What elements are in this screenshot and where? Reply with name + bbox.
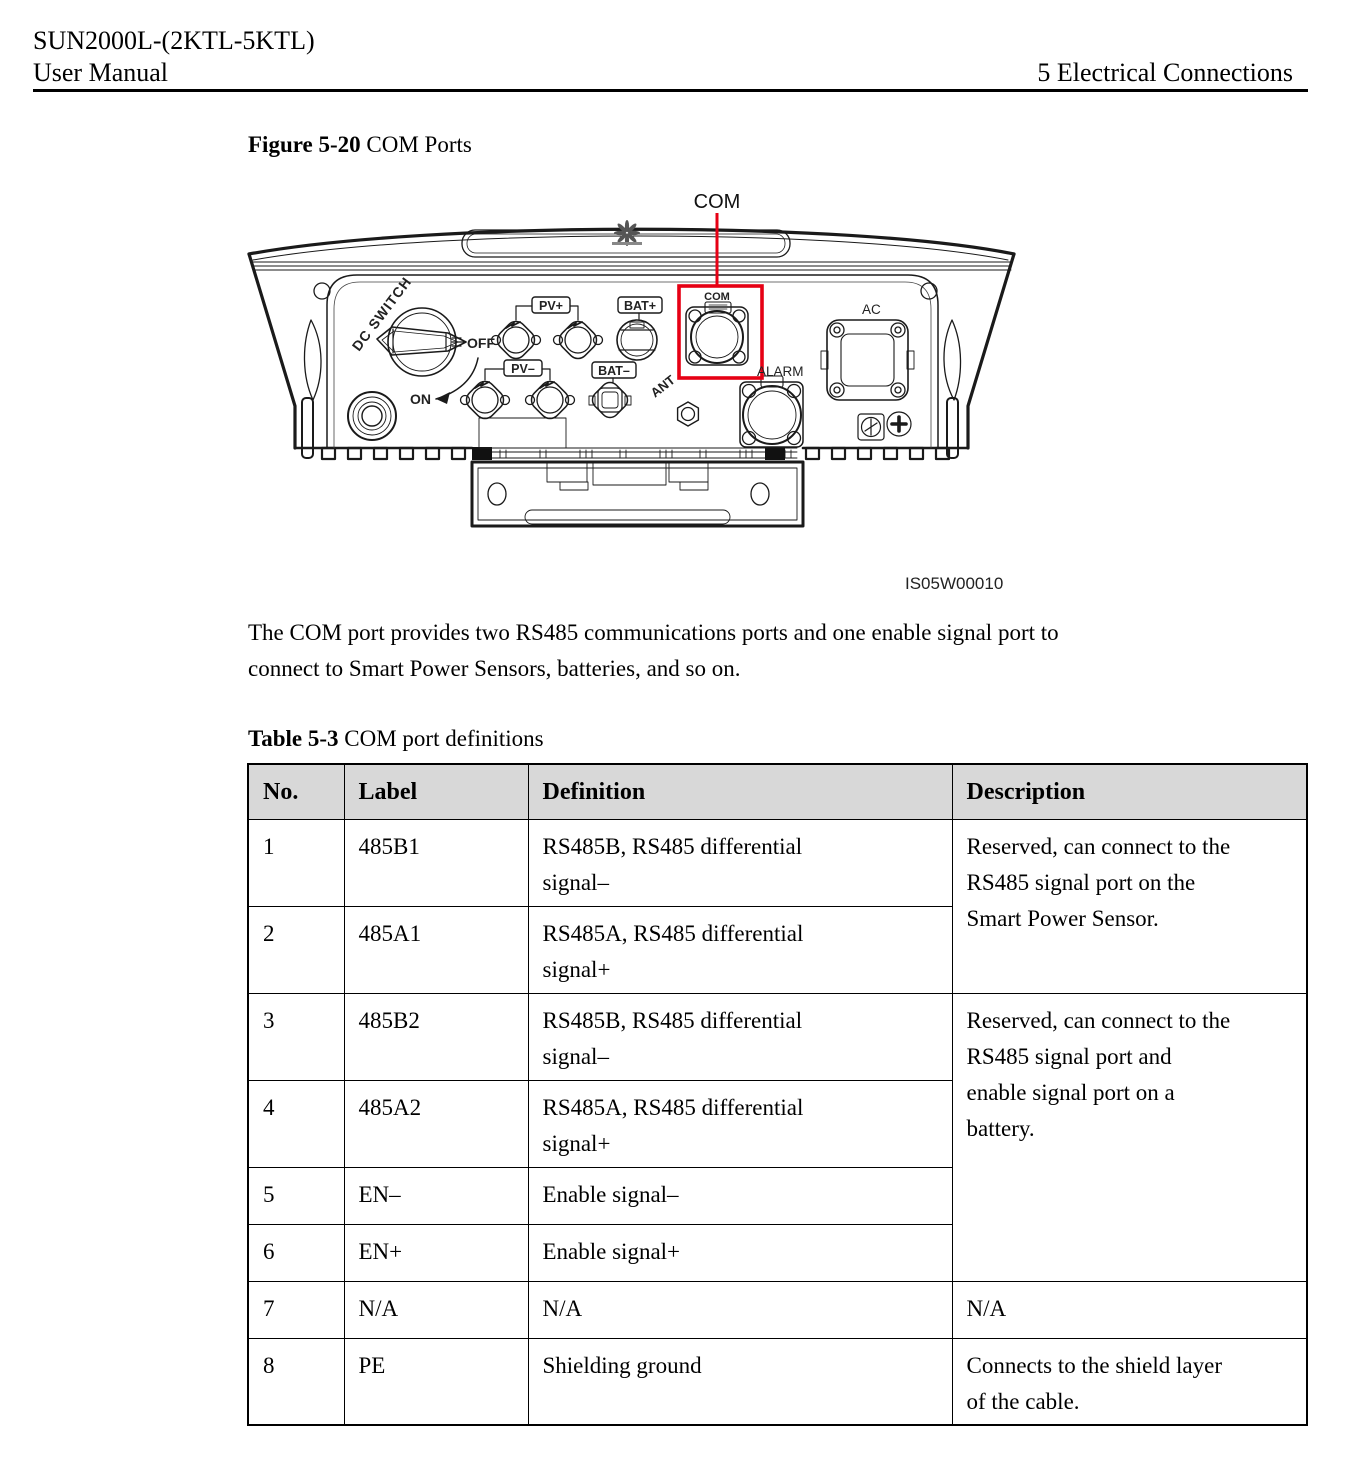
cell-label: EN– <box>343 1167 529 1225</box>
table-caption-label: Table 5-3 <box>248 726 339 751</box>
cell-no: 2 <box>247 906 345 994</box>
table-caption-title: COM port definitions <box>344 726 544 751</box>
cell-definition: Enable signal– <box>527 1167 953 1225</box>
header-doc-type: User Manual <box>33 58 169 87</box>
cell-label: 485A2 <box>343 1080 529 1168</box>
rotation-arrow <box>435 357 479 400</box>
mounting-bracket <box>470 460 805 528</box>
cell-no: 1 <box>247 819 345 907</box>
top-cover-edge <box>247 227 1016 256</box>
cell-no: 8 <box>247 1338 345 1426</box>
figure-caption: Figure 5-20 COM Ports <box>248 132 472 158</box>
cell-no: 5 <box>247 1167 345 1225</box>
cell-description: N/A <box>951 1281 1308 1339</box>
on-label: ON <box>410 391 431 407</box>
cell-label: PE <box>343 1338 529 1426</box>
pv-plus-label: PV+ <box>539 299 563 313</box>
cell-definition: Enable signal+ <box>527 1224 953 1282</box>
inverter-bottom-diagram: COM COM DC SWITCH OFF ON PV+ PV– BAT+ BA… <box>247 191 1016 593</box>
cell-no: 3 <box>247 993 345 1081</box>
cell-label: 485A1 <box>343 906 529 994</box>
bat-minus-label-box <box>591 361 637 379</box>
cell-label: EN+ <box>343 1224 529 1282</box>
com-port-label: COM <box>704 291 730 303</box>
cell-label: N/A <box>343 1281 529 1339</box>
cell-description: Connects to the shield layer of the cabl… <box>951 1338 1308 1426</box>
table-row: 8 PE Shielding ground Connects to the sh… <box>247 1338 1308 1426</box>
table-row: 2 485A1 RS485A, RS485 differential signa… <box>247 906 1307 994</box>
left-fin <box>303 319 322 401</box>
col-header-no: No. <box>247 763 345 820</box>
cell-definition: RS485B, RS485 differential signal– <box>527 819 953 907</box>
header-rule <box>33 89 1308 92</box>
ac-port <box>820 319 915 401</box>
bat-minus-connector <box>588 381 632 419</box>
dc-switch-label: DC SWITCH <box>349 274 415 354</box>
cell-no: 7 <box>247 1281 345 1339</box>
com-port <box>685 301 749 366</box>
cell-no: 6 <box>247 1224 345 1282</box>
cell-definition: RS485B, RS485 differential signal– <box>527 993 953 1081</box>
huawei-logo <box>612 220 642 246</box>
table-row: 3 485B2 RS485B, RS485 differential signa… <box>247 993 1308 1282</box>
bat-minus-label: BAT– <box>598 364 630 378</box>
pv-minus-label: PV– <box>511 362 535 376</box>
cell-description: Reserved, can connect to the RS485 signa… <box>951 819 1308 994</box>
com-callout <box>677 213 764 380</box>
cell-definition: RS485A, RS485 differential signal+ <box>527 906 953 994</box>
vent-valve <box>347 391 397 441</box>
com-highlight-box <box>677 284 764 380</box>
cell-definition: RS485A, RS485 differential signal+ <box>527 1080 953 1168</box>
right-fin <box>943 319 962 401</box>
cell-definition: Shielding ground <box>527 1338 953 1426</box>
body-left-edge <box>247 252 297 450</box>
col-header-definition: Definition <box>527 763 953 820</box>
body-paragraph: The COM port provides two RS485 communic… <box>248 620 1059 681</box>
pv-plus-connectors <box>490 320 604 360</box>
com-callout-label: COM <box>694 191 741 213</box>
table-caption: Table 5-3 COM port definitions <box>248 726 544 752</box>
bat-plus-label-box <box>617 296 663 314</box>
col-header-label: Label <box>343 763 529 820</box>
body-right-edge <box>966 252 1016 450</box>
dc-switch <box>376 307 479 404</box>
bat-plus-connector <box>616 319 658 361</box>
table-row: 1 485B1 RS485B, RS485 differential signa… <box>247 819 1308 994</box>
cell-no: 4 <box>247 1080 345 1168</box>
header-product: SUN2000L-(2KTL-5KTL) <box>33 26 315 55</box>
ground-screws <box>857 411 912 441</box>
ant-label: ANT <box>648 372 678 400</box>
com-port-definitions-table: No. Label Definition Description 1 485B1… <box>247 763 1308 1426</box>
off-label: OFF <box>467 335 495 351</box>
ac-label: AC <box>862 302 881 317</box>
figure-caption-label: Figure 5-20 <box>248 132 361 157</box>
header-chapter: 5 Electrical Connections <box>1037 58 1293 87</box>
cell-label: 485B2 <box>343 993 529 1081</box>
alarm-label: ALARM <box>757 364 804 379</box>
bat-plus-label: BAT+ <box>624 299 656 313</box>
table-row: 4 485A2 RS485A, RS485 differential signa… <box>247 1080 1307 1168</box>
left-leg <box>301 397 314 459</box>
table-header-row: No. Label Definition Description <box>247 763 1308 820</box>
cell-label: 485B1 <box>343 819 529 907</box>
figure-code: IS05W00010 <box>905 574 1003 593</box>
pv-minus-label-box <box>503 359 543 377</box>
antenna-port <box>676 401 700 427</box>
table-row: 5 EN– Enable signal– <box>247 1167 1307 1225</box>
cell-description: Reserved, can connect to the RS485 signa… <box>951 993 1308 1282</box>
pv-minus-connectors <box>459 380 576 420</box>
figure-caption-title: COM Ports <box>366 132 472 157</box>
pv-plus-label-box <box>531 296 571 314</box>
col-header-description: Description <box>951 763 1308 820</box>
table-row: 7 N/A N/A N/A <box>247 1281 1308 1339</box>
alarm-port <box>739 375 804 448</box>
serrated-edge <box>320 446 951 461</box>
cell-definition: N/A <box>527 1281 953 1339</box>
